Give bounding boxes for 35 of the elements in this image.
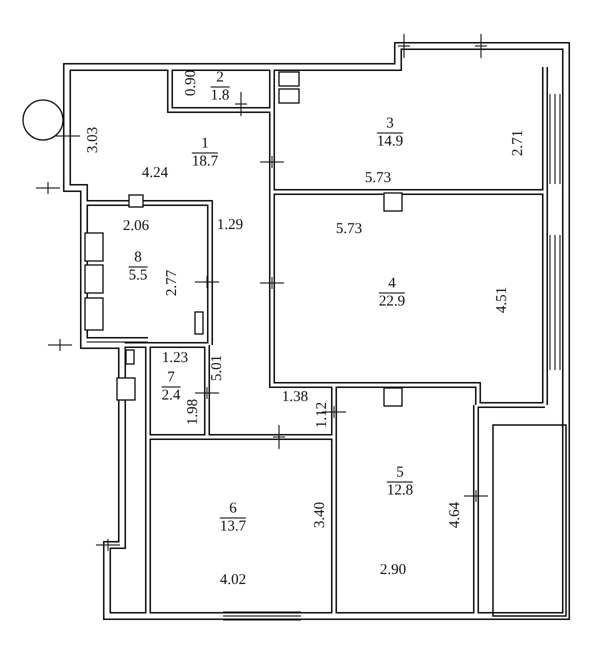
room-area-value: 5.5 bbox=[128, 268, 148, 284]
dimension-label: 5.73 bbox=[336, 221, 362, 237]
room-number: 3 bbox=[376, 116, 404, 134]
dimension-label: 2.71 bbox=[510, 130, 526, 156]
dimension-label: 2.77 bbox=[164, 270, 180, 296]
room-number: 5 bbox=[386, 464, 414, 482]
dimension-label: 4.64 bbox=[447, 502, 463, 528]
dimension-label: 4.51 bbox=[494, 286, 510, 314]
room-number: 8 bbox=[128, 250, 148, 268]
room-area-value: 12.8 bbox=[386, 482, 414, 500]
dimension-label: 2.06 bbox=[122, 218, 150, 234]
dimension-label: 1.38 bbox=[282, 389, 308, 405]
room-number: 2 bbox=[210, 70, 230, 88]
room-area-value: 2.4 bbox=[162, 388, 180, 404]
room-area-value: 14.9 bbox=[376, 134, 404, 150]
dimension-label: 4.24 bbox=[142, 165, 168, 181]
dimension-label: 5.73 bbox=[364, 170, 392, 186]
room-number: 7 bbox=[162, 370, 180, 388]
dimension-label: 0.90 bbox=[183, 70, 199, 96]
dimension-label: 1.23 bbox=[162, 350, 188, 366]
room-number: 1 bbox=[192, 136, 218, 154]
dimension-label: 5.01 bbox=[209, 354, 225, 382]
dimension-label: 1.98 bbox=[185, 398, 201, 426]
dimension-label: 3.03 bbox=[85, 126, 101, 154]
dimension-label: 1.29 bbox=[216, 217, 244, 233]
room-area-value: 1.8 bbox=[210, 88, 230, 104]
dimension-label: 1.12 bbox=[314, 402, 330, 428]
dimension-label: 3.40 bbox=[312, 502, 328, 528]
room-number: 6 bbox=[220, 500, 246, 518]
room-area-value: 18.7 bbox=[192, 154, 218, 170]
room-number: 4 bbox=[378, 276, 406, 294]
dimension-label: 4.02 bbox=[220, 572, 246, 588]
room-area-value: 13.7 bbox=[220, 518, 246, 536]
dimension-label: 2.90 bbox=[380, 562, 406, 578]
room-area-value: 22.9 bbox=[378, 294, 406, 310]
